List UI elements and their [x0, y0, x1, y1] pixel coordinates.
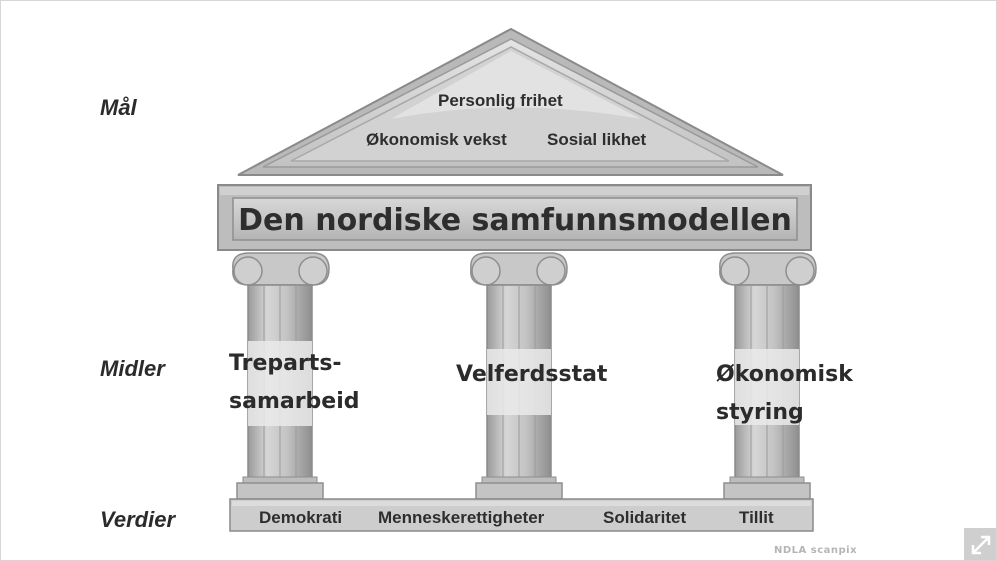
expand-icon [971, 535, 991, 555]
pillar-middle-line1: Velferdsstat [456, 362, 608, 387]
temple-base [229, 498, 814, 532]
goals-label: Mål [100, 95, 137, 120]
expand-button[interactable] [964, 528, 996, 560]
value-trust: Tillit [739, 508, 774, 527]
goal-social-equality: Sosial likhet [547, 130, 647, 149]
column-right [719, 252, 817, 500]
pillar-left-line2: samarbeid [229, 389, 360, 414]
value-human-rights: Menneskerettigheter [378, 508, 545, 527]
model-title: Den nordiske samfunnsmodellen [238, 203, 792, 238]
pillar-left-text: Treparts- samarbeid [229, 345, 360, 421]
pillar-right-line1: Økonomisk [716, 362, 853, 387]
pillar-right-line2: styring [716, 400, 804, 425]
column-middle [470, 252, 568, 500]
scanpix-watermark: NDLA scanpix [774, 545, 858, 556]
pediment [237, 27, 784, 176]
values-label: Verdier [100, 507, 176, 532]
goal-economic-growth: Økonomisk vekst [366, 130, 507, 149]
value-democracy: Demokrati [259, 508, 343, 527]
column-left [232, 252, 330, 500]
pillar-middle-text: Velferdsstat [456, 356, 607, 394]
means-label: Midler [100, 356, 165, 381]
goal-personal-freedom: Personlig frihet [438, 91, 563, 110]
pillar-right-text: Økonomisk styring [716, 356, 853, 432]
pillar-left-line1: Treparts- [229, 351, 342, 376]
value-solidarity: Solidaritet [603, 508, 687, 527]
entablature [217, 184, 812, 251]
